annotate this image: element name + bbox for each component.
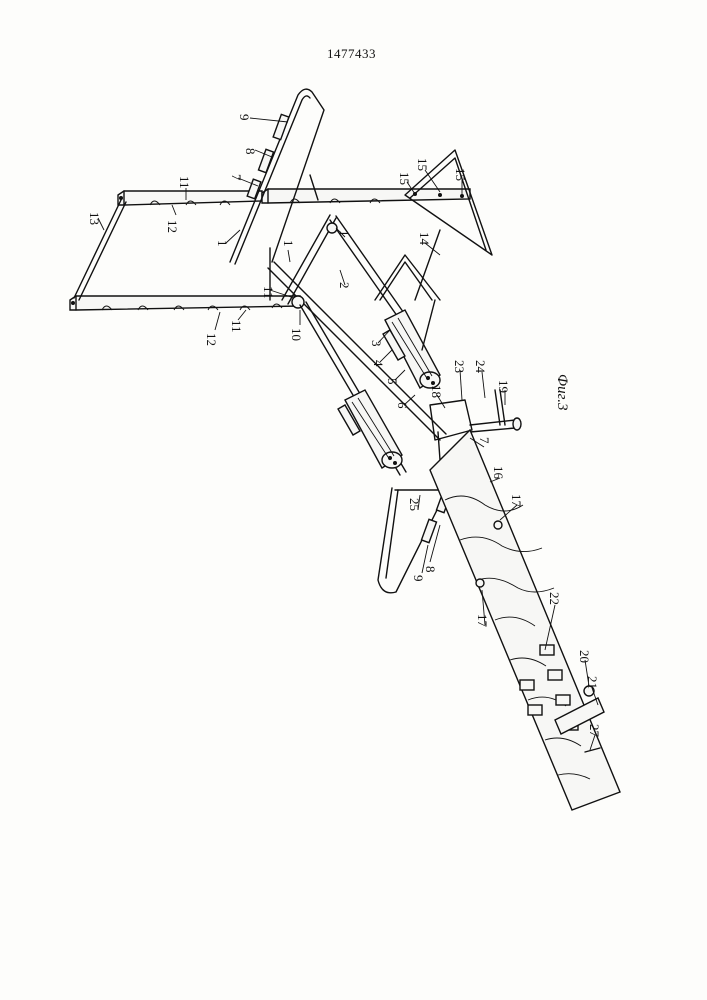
callout-7: 7 <box>229 174 244 181</box>
callout-23: 23 <box>452 360 467 373</box>
callout-13: 13 <box>87 212 102 225</box>
callout-22: 22 <box>547 592 562 605</box>
callout-2: 2 <box>337 282 352 289</box>
callout-7: 7 <box>477 437 492 444</box>
roller-upper <box>383 310 440 388</box>
callout-16: 16 <box>491 466 506 480</box>
roller-lower <box>338 390 402 468</box>
callout-24: 24 <box>473 360 488 374</box>
frame-14 <box>375 255 440 300</box>
callout-9: 9 <box>237 114 252 121</box>
callout-3: 3 <box>369 340 384 347</box>
callout-20: 20 <box>577 650 592 663</box>
callout-12: 12 <box>165 220 180 233</box>
callout-15: 15 <box>453 168 468 181</box>
callout-8: 8 <box>423 566 438 573</box>
callout-6: 6 <box>395 402 410 409</box>
rail-left-upper <box>118 191 262 205</box>
callout-11: 11 <box>177 176 192 189</box>
callout-17: 17 <box>509 494 524 508</box>
callout-1: 1 <box>281 240 296 247</box>
callout-15: 15 <box>397 172 412 185</box>
callout-27: 27 <box>587 724 602 738</box>
callout-4: 4 <box>371 360 386 367</box>
callout-25: 25 <box>407 498 422 511</box>
callout-5: 5 <box>385 378 400 385</box>
callout-18: 18 <box>429 385 444 398</box>
callout-14: 14 <box>417 232 432 246</box>
callout-19: 19 <box>496 380 511 393</box>
callout-1: 1 <box>337 230 352 237</box>
callout-15: 15 <box>415 158 430 171</box>
board-16 <box>430 430 620 810</box>
figure-caption: Фиг.3 <box>554 374 570 410</box>
callout-9: 9 <box>411 575 426 582</box>
callout-17: 17 <box>475 614 490 628</box>
callout-11: 11 <box>229 320 244 333</box>
callout-1: 1 <box>215 240 230 247</box>
callout-8: 8 <box>243 148 258 155</box>
callout-21: 21 <box>585 676 600 689</box>
callout-11: 11 <box>261 286 276 299</box>
callout-10: 10 <box>289 328 304 341</box>
callout-12: 12 <box>204 333 219 346</box>
